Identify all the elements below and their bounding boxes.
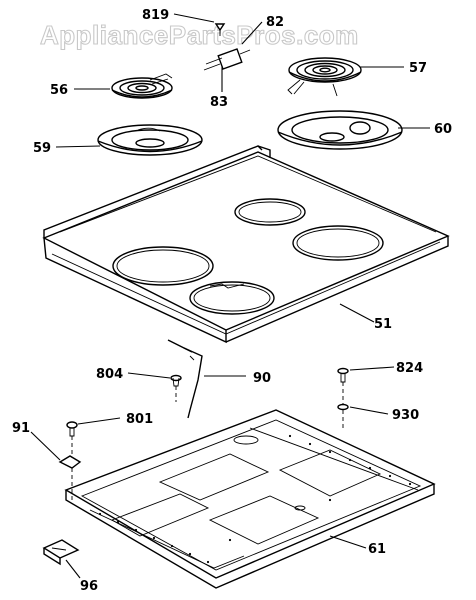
screw-824 <box>337 367 349 383</box>
label-90: 90 <box>253 371 271 386</box>
label-819: 819 <box>142 8 169 23</box>
label-83: 83 <box>210 95 228 110</box>
label-82: 82 <box>266 15 284 30</box>
label-61: 61 <box>368 542 386 557</box>
part-labels: 819 82 83 56 57 59 60 51 804 90 824 91 8… <box>12 8 452 594</box>
label-60: 60 <box>434 122 452 137</box>
bracket-96 <box>42 539 80 566</box>
terminal-block <box>203 48 251 71</box>
screw-804 <box>170 374 182 387</box>
screw-801 <box>66 421 78 437</box>
small-drip-pan <box>97 124 203 156</box>
large-drip-pan <box>277 110 403 150</box>
bottom-pan <box>64 409 436 589</box>
washer-930 <box>337 403 349 411</box>
clip-91 <box>58 455 82 469</box>
label-930: 930 <box>392 408 419 423</box>
label-56: 56 <box>50 83 68 98</box>
watermark-text: AppliancePartsPros.com <box>40 20 359 50</box>
pan-holes <box>98 434 412 564</box>
cooktop-panel <box>42 145 450 344</box>
leader-lines <box>30 13 430 579</box>
label-57: 57 <box>409 61 427 76</box>
large-surface-element <box>287 57 362 97</box>
label-801: 801 <box>126 412 153 427</box>
screw-819 <box>214 23 226 36</box>
small-surface-element <box>111 73 173 99</box>
support-rod <box>167 339 203 419</box>
label-59: 59 <box>33 141 51 156</box>
label-51: 51 <box>374 317 392 332</box>
label-824: 824 <box>396 361 423 376</box>
label-804: 804 <box>96 367 123 382</box>
label-96: 96 <box>80 579 98 594</box>
label-91: 91 <box>12 421 30 436</box>
